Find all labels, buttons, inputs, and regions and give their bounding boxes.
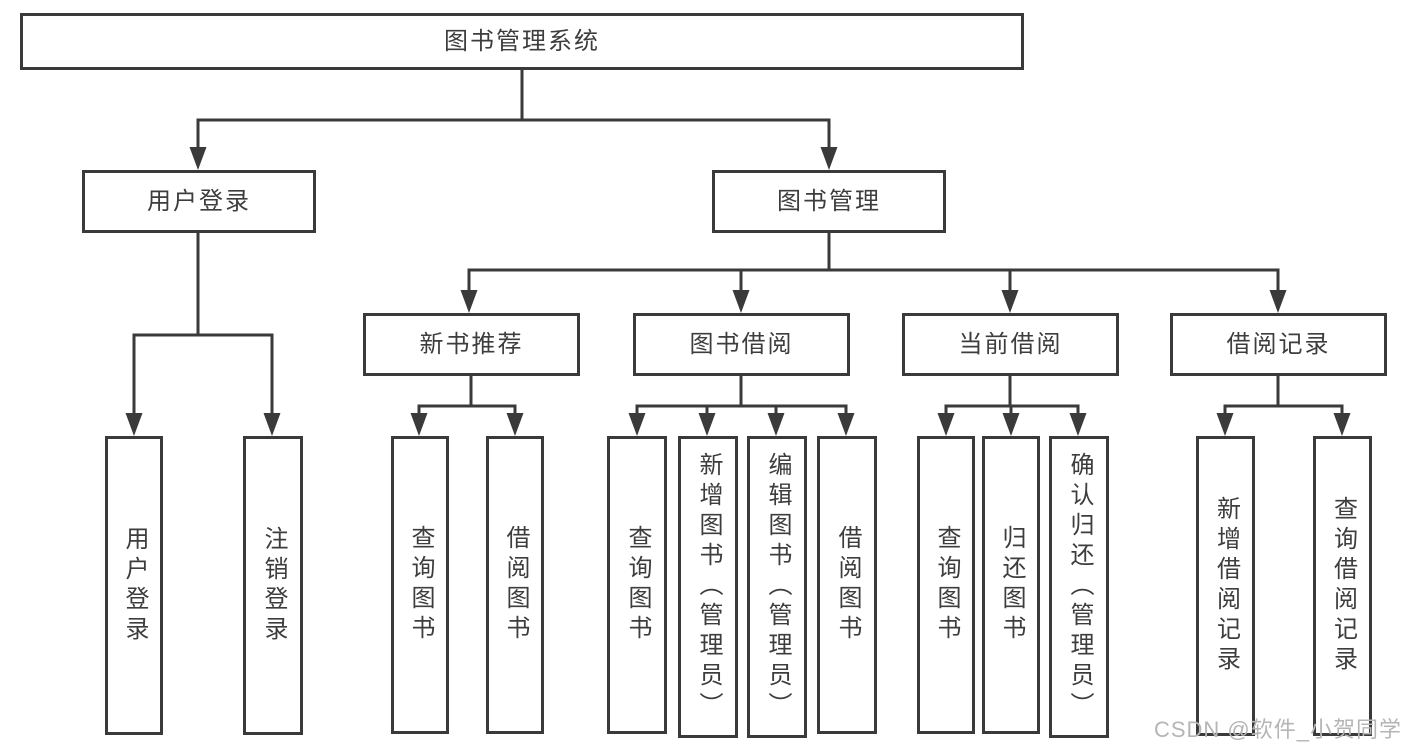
leaf-label: 借阅图书 xyxy=(834,525,861,645)
leaf-query-books: 查询图书 xyxy=(607,436,667,734)
leaf-label: 查询图书 xyxy=(407,525,434,645)
node-label: 图书借阅 xyxy=(689,330,794,358)
connector-segments xyxy=(132,69,1344,414)
leaf-query-books: 查询图书 xyxy=(917,436,975,734)
leaf-label: 用户登录 xyxy=(121,525,148,646)
leaf-label: 查询图书 xyxy=(933,525,960,645)
node-current-borrowing: 当前借阅 xyxy=(902,313,1119,376)
node-label: 图书管理系统 xyxy=(444,27,600,55)
leaf-label: 归还图书 xyxy=(998,525,1025,645)
leaf-logout: 注销登录 xyxy=(243,436,303,735)
node-book-management: 图书管理 xyxy=(712,170,946,233)
leaf-label: 注销登录 xyxy=(260,525,287,646)
leaf-query-borrow-record: 查询借阅记录 xyxy=(1313,436,1372,736)
node-new-book-recommendation: 新书推荐 xyxy=(363,313,580,376)
leaf-label: 查询借阅记录 xyxy=(1329,496,1357,676)
node-book-borrowing: 图书借阅 xyxy=(633,313,850,376)
node-library-management-system: 图书管理系统 xyxy=(20,13,1024,70)
leaf-label: 新增借阅记录 xyxy=(1212,496,1240,676)
leaf-confirm-return-admin: 确认归还（管理员） xyxy=(1049,436,1109,738)
leaf-label: 查询图书 xyxy=(624,525,651,645)
leaf-return-books: 归还图书 xyxy=(982,436,1040,734)
leaf-label: 借阅图书 xyxy=(502,525,529,645)
leaf-label: 编辑图书（管理员） xyxy=(764,452,791,722)
node-label: 借阅记录 xyxy=(1226,330,1331,358)
node-label: 图书管理 xyxy=(777,187,881,215)
leaf-label: 新增图书（管理员） xyxy=(695,452,722,722)
leaf-user-login: 用户登录 xyxy=(105,436,163,735)
node-user-login: 用户登录 xyxy=(82,170,316,233)
leaf-add-book-admin: 新增图书（管理员） xyxy=(678,436,738,738)
csdn-watermark: CSDN @软件_小贺同学 xyxy=(1153,717,1402,742)
leaf-edit-book-admin: 编辑图书（管理员） xyxy=(747,436,807,738)
leaf-add-borrow-record: 新增借阅记录 xyxy=(1196,436,1255,736)
leaf-query-books: 查询图书 xyxy=(391,436,449,734)
node-label: 用户登录 xyxy=(147,187,251,215)
arrowheads xyxy=(125,147,1351,436)
node-label: 当前借阅 xyxy=(958,330,1063,358)
node-label: 新书推荐 xyxy=(419,330,524,358)
node-borrowing-records: 借阅记录 xyxy=(1170,313,1387,376)
leaf-borrow-books: 借阅图书 xyxy=(486,436,544,734)
leaf-borrow-books: 借阅图书 xyxy=(817,436,877,734)
leaf-label: 确认归还（管理员） xyxy=(1066,452,1093,722)
